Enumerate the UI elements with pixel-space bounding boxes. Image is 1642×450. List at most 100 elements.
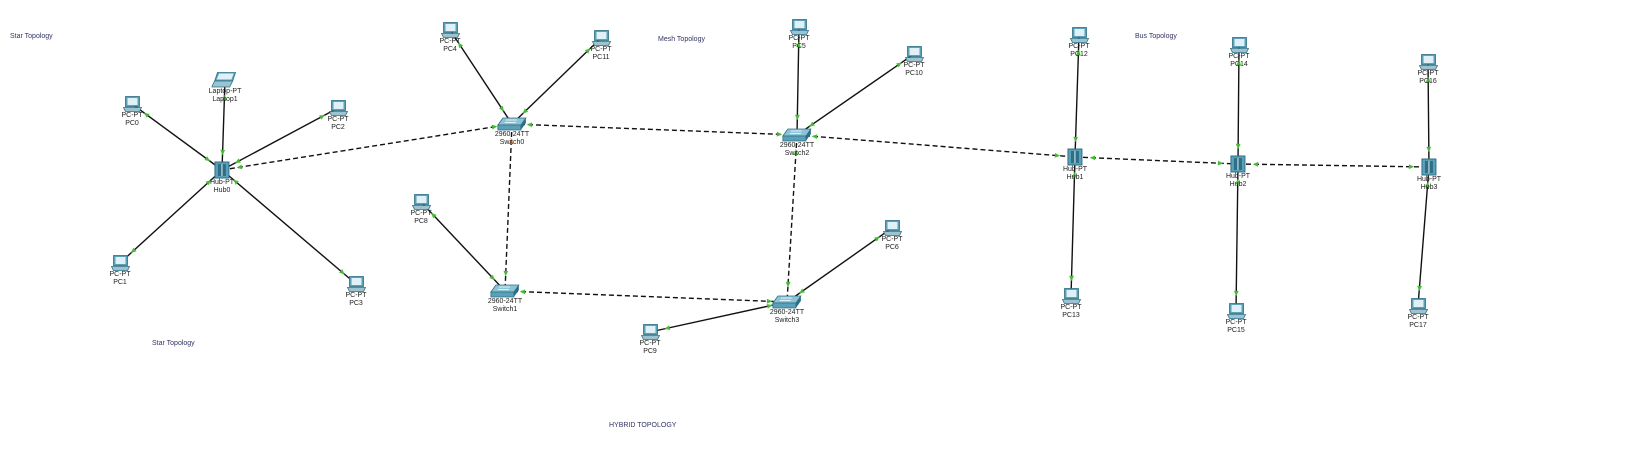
link-light-hub1 [1089, 155, 1096, 161]
device-type-label: PC-PT [590, 46, 612, 53]
star-topology-label-2: Star Topology [152, 340, 195, 347]
link-light-switch0 [522, 108, 529, 114]
device-name-label: PC10 [905, 70, 923, 77]
device-name-label: PC12 [1070, 51, 1088, 58]
pc-icon [411, 194, 432, 210]
link-light-pc13 [1069, 275, 1074, 282]
link-light-pc12 [1076, 49, 1081, 56]
link-light-pc2 [319, 115, 325, 120]
link-light-switch2 [811, 134, 818, 139]
device-name-label: Switch3 [774, 317, 800, 324]
pc-icon [591, 30, 612, 46]
link-switch2-hub1[interactable] [796, 134, 1076, 158]
link-light-pc0 [143, 112, 150, 118]
link-light-pc14 [1236, 59, 1242, 66]
link-hub2-hub3[interactable] [1237, 163, 1430, 168]
pc-icon [1408, 298, 1429, 314]
pc-icon [440, 22, 461, 38]
device-name-label: Hub3 [1420, 184, 1438, 191]
link-light-pc8 [431, 212, 437, 219]
link-hub0-pc3[interactable] [221, 169, 357, 285]
link-light-switch3 [766, 298, 773, 304]
switch-icon [495, 117, 529, 131]
link-light-pc16 [1425, 76, 1431, 83]
device-type-label: PC-PT [345, 292, 367, 299]
link-light-pc4 [458, 42, 464, 49]
link-switch1-switch3[interactable] [504, 290, 788, 303]
device-name-label: PC1 [113, 279, 127, 286]
link-light-pc11 [584, 48, 591, 54]
device-type-label: PC-PT [788, 35, 810, 42]
device-type-label: Hub-PT [209, 179, 235, 186]
link-hub2-pc15[interactable] [1235, 163, 1239, 312]
device-type-label: 2960-24TT [494, 131, 530, 138]
laptop-icon [209, 72, 242, 88]
device-name-label: PC4 [443, 46, 457, 53]
device-name-label: PC8 [414, 218, 428, 225]
link-light-hub1 [1072, 171, 1077, 178]
link-switch1-pc8[interactable] [420, 201, 506, 292]
link-light-hub3 [1425, 181, 1430, 188]
link-light-pc15 [1233, 290, 1239, 297]
link-hub0-switch0[interactable] [221, 123, 513, 171]
link-hub0-pc1[interactable] [119, 169, 223, 264]
pc-icon [1069, 27, 1090, 43]
link-switch3-pc9[interactable] [649, 301, 788, 333]
link-hub1-pc13[interactable] [1070, 156, 1076, 297]
link-switch2-switch3[interactable] [786, 134, 798, 303]
link-hub3-pc17[interactable] [1417, 166, 1430, 307]
link-hub1-pc12[interactable] [1074, 34, 1080, 158]
link-light-switch3 [766, 304, 773, 309]
link-light-laptop1 [221, 94, 227, 101]
device-name-label: PC11 [592, 54, 610, 61]
link-switch2-pc10[interactable] [796, 53, 915, 136]
link-hub1-hub2[interactable] [1074, 156, 1239, 165]
pc-icon [640, 324, 661, 340]
link-light-switch1 [503, 270, 509, 277]
device-name-label: Switch0 [499, 139, 525, 146]
device-type-label: Hub-PT [1225, 173, 1251, 180]
link-light-switch2 [795, 114, 800, 121]
link-switch0-switch2[interactable] [511, 123, 798, 136]
link-light-pc5 [796, 41, 801, 48]
link-hub0-pc2[interactable] [221, 107, 339, 171]
link-switch0-switch1[interactable] [504, 123, 513, 292]
link-light-hub2 [1252, 161, 1259, 167]
link-switch3-pc6[interactable] [786, 227, 893, 303]
device-name-label: Hub0 [213, 187, 231, 194]
hybrid-topology-label: HYBRID TOPOLOGY [609, 422, 677, 429]
link-light-hub0 [204, 156, 211, 162]
device-type-label: PC-PT [903, 62, 925, 69]
link-switch0-pc11[interactable] [511, 37, 602, 125]
mesh-topology-label: Mesh Topology [658, 36, 705, 43]
device-type-label: PC-PT [639, 340, 661, 347]
